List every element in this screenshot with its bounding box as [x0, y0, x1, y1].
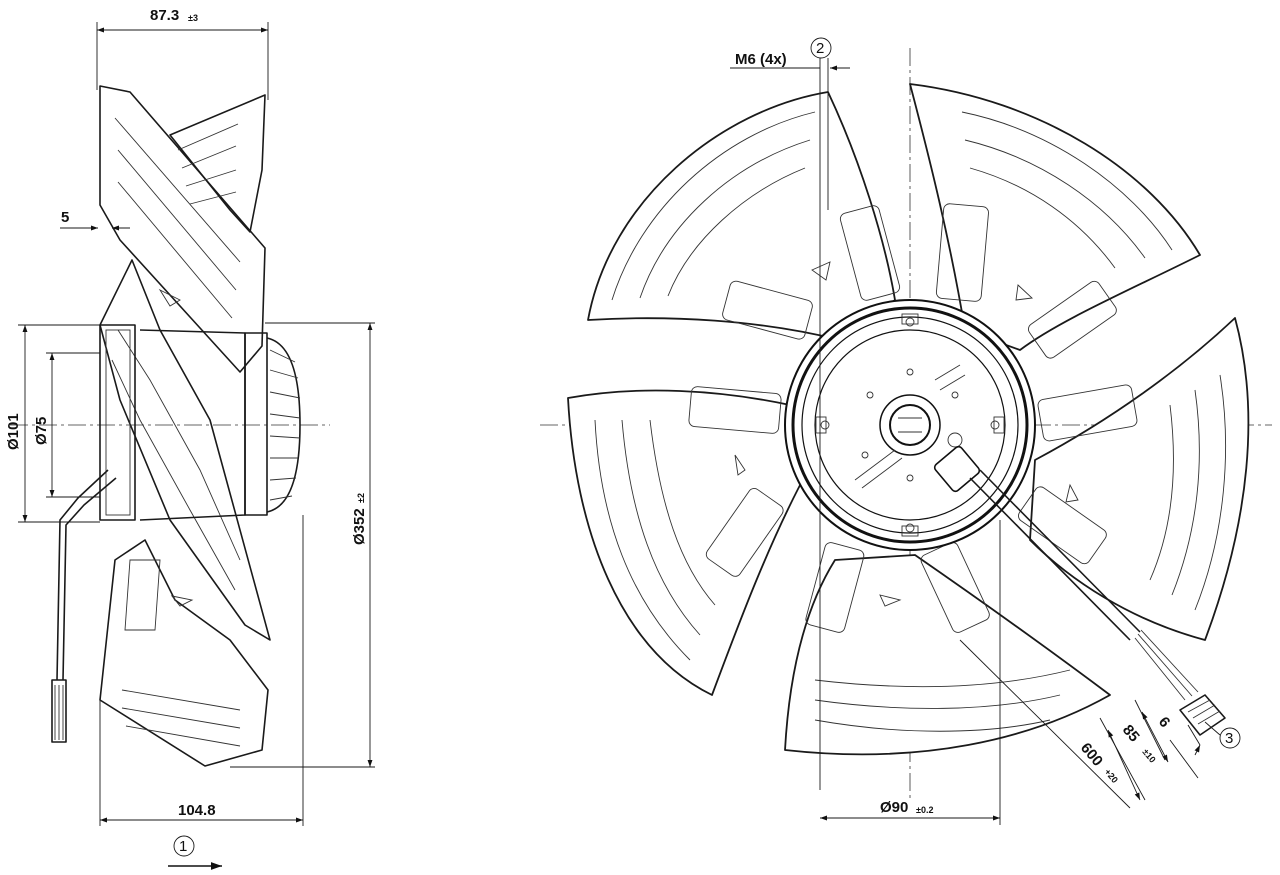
dim-85-label: 85 [1119, 722, 1143, 746]
front-view: M6 (4x) 2 Ø90 ±0.2 600 +20 85 ±10 6 3 [540, 37, 1272, 825]
dim-87-3-label: 87.3 [150, 7, 179, 24]
dim-90-tol: ±0.2 [916, 805, 933, 815]
dim-352-tol: ±2 [356, 493, 366, 503]
dim-90-label: Ø90 [880, 799, 908, 816]
callout-3 [1219, 727, 1241, 749]
callout-1 [173, 835, 195, 857]
dim-75-label: Ø75 [33, 417, 50, 445]
dim-104-8-label: 104.8 [178, 802, 216, 819]
callout-1-label: 1 [179, 838, 187, 855]
callout-3-label: 3 [1225, 730, 1233, 747]
callout-2 [810, 37, 832, 59]
side-view: 87.3 ±3 5 Ø101 Ø75 Ø352 ±2 104.8 1 [5, 7, 375, 870]
dim-87-3-tol: ±3 [188, 13, 198, 23]
dim-5-label: 5 [61, 209, 69, 226]
dim-600-tol: +20 [1102, 767, 1119, 785]
dim-600-label: 600 [1077, 740, 1106, 770]
dim-352-label: Ø352 [351, 508, 368, 545]
callout-2-label: 2 [816, 40, 824, 57]
dim-85-tol: ±10 [1140, 747, 1157, 765]
dim-101-label: Ø101 [5, 413, 22, 450]
dim-6-label: 6 [1155, 714, 1173, 731]
screw-label: M6 (4x) [735, 51, 787, 68]
